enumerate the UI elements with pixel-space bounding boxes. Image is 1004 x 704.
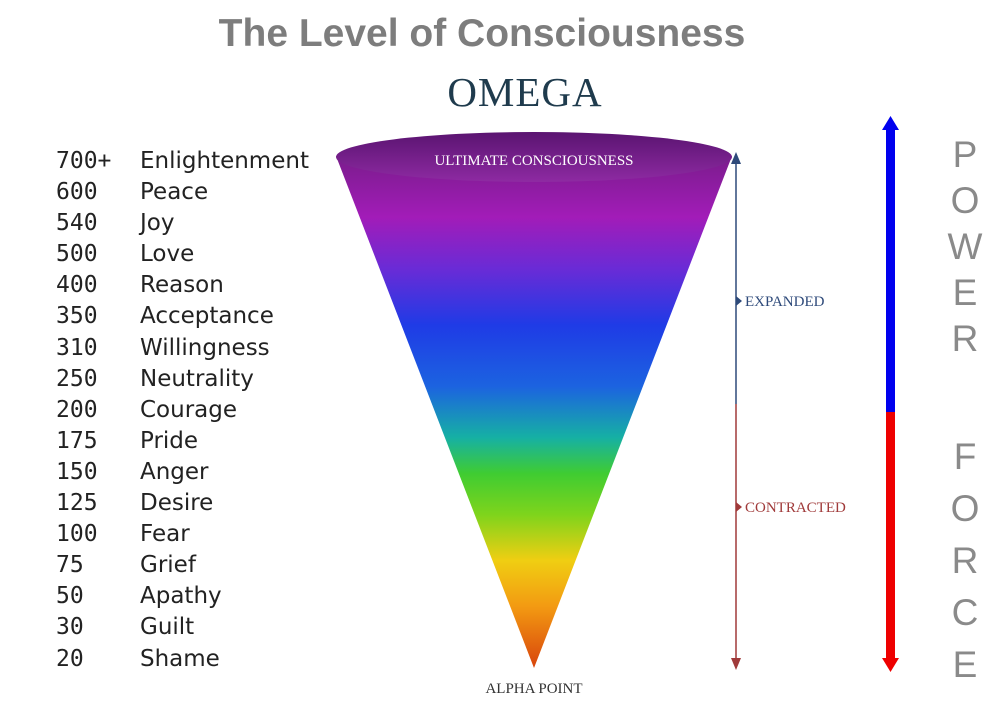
power-label: P O W E R — [938, 132, 992, 362]
power-letter: R — [951, 318, 979, 359]
level-row: 400 Reason — [56, 270, 309, 301]
power-letter: W — [947, 226, 983, 267]
contracted-down-arrowhead — [731, 658, 741, 670]
expanded-up-arrowhead — [731, 152, 741, 164]
cone-rim — [336, 132, 732, 182]
power-letter: O — [950, 180, 980, 221]
force-label: F O R C E — [938, 431, 992, 691]
level-label: Anger — [140, 458, 209, 485]
level-label: Peace — [140, 179, 209, 206]
power-bar — [886, 126, 895, 412]
level-row: 500 Love — [56, 239, 309, 270]
level-value: 75 — [56, 552, 84, 579]
level-value: 310 — [56, 334, 98, 361]
level-label: Courage — [140, 396, 238, 423]
level-row: 200 Courage — [56, 395, 309, 426]
power-letter: E — [952, 272, 978, 313]
contracted-label: CONTRACTED — [745, 500, 846, 516]
force-letter: E — [952, 644, 978, 685]
level-row: 30 Guilt — [56, 612, 309, 643]
level-row: 75 Grief — [56, 550, 309, 581]
level-label: Love — [140, 241, 195, 268]
level-row: 540 Joy — [56, 208, 309, 239]
level-row: 600 Peace — [56, 177, 309, 208]
consciousness-cone — [336, 156, 732, 668]
level-value: 250 — [56, 365, 98, 392]
force-letter: O — [950, 488, 980, 529]
force-letter: C — [951, 592, 979, 633]
force-down-arrowhead — [882, 658, 899, 672]
level-value: 700+ — [56, 148, 112, 174]
level-row: 100 Fear — [56, 519, 309, 550]
level-value: 600 — [56, 179, 98, 206]
level-label: Apathy — [140, 583, 222, 610]
level-value: 175 — [56, 427, 98, 454]
level-value: 200 — [56, 396, 98, 423]
level-label: Guilt — [140, 614, 195, 641]
ultimate-consciousness-label: ULTIMATE CONSCIOUSNESS — [434, 153, 633, 169]
level-row: 700+ Enlightenment — [56, 146, 309, 177]
level-value: 150 — [56, 458, 98, 485]
level-value: 50 — [56, 583, 84, 610]
force-letter: F — [953, 436, 977, 477]
level-value: 100 — [56, 521, 98, 548]
power-letter: P — [952, 134, 978, 175]
level-row: 310 Willingness — [56, 333, 309, 364]
level-label: Acceptance — [140, 303, 274, 330]
level-row: 250 Neutrality — [56, 364, 309, 395]
level-row: 175 Pride — [56, 426, 309, 457]
omega-label: OMEGA — [447, 69, 603, 115]
level-value: 30 — [56, 614, 84, 641]
expanded-label: EXPANDED — [745, 294, 825, 310]
alpha-point-label: ALPHA POINT — [485, 681, 582, 697]
levels-list: 700+ Enlightenment 600 Peace 540 Joy 500 Lov… — [56, 146, 309, 675]
level-value: 400 — [56, 272, 98, 299]
contracted-marker-icon — [736, 502, 742, 512]
level-value: 540 — [56, 210, 98, 237]
level-row: 125 Desire — [56, 488, 309, 519]
level-label: Grief — [140, 552, 196, 579]
force-letter: R — [951, 540, 979, 581]
level-label: Willingness — [140, 334, 270, 361]
level-label: Reason — [140, 272, 224, 299]
level-label: Joy — [140, 210, 175, 237]
level-label: Shame — [140, 645, 220, 672]
force-bar — [886, 412, 895, 662]
level-row: 150 Anger — [56, 457, 309, 488]
level-row: 350 Acceptance — [56, 301, 309, 332]
level-value: 125 — [56, 490, 98, 517]
level-value: 20 — [56, 645, 84, 672]
power-up-arrowhead — [882, 116, 899, 130]
level-value: 500 — [56, 241, 98, 268]
level-value: 350 — [56, 303, 98, 330]
level-label: Pride — [140, 427, 199, 454]
level-label: Fear — [140, 521, 190, 548]
page-title: The Level of Consciousness — [218, 12, 746, 55]
level-row: 20 Shame — [56, 644, 309, 675]
level-label: Enlightenment — [140, 148, 309, 174]
expanded-marker-icon — [736, 296, 742, 306]
level-row: 50 Apathy — [56, 581, 309, 612]
level-label: Neutrality — [140, 365, 254, 392]
level-label: Desire — [140, 490, 214, 517]
